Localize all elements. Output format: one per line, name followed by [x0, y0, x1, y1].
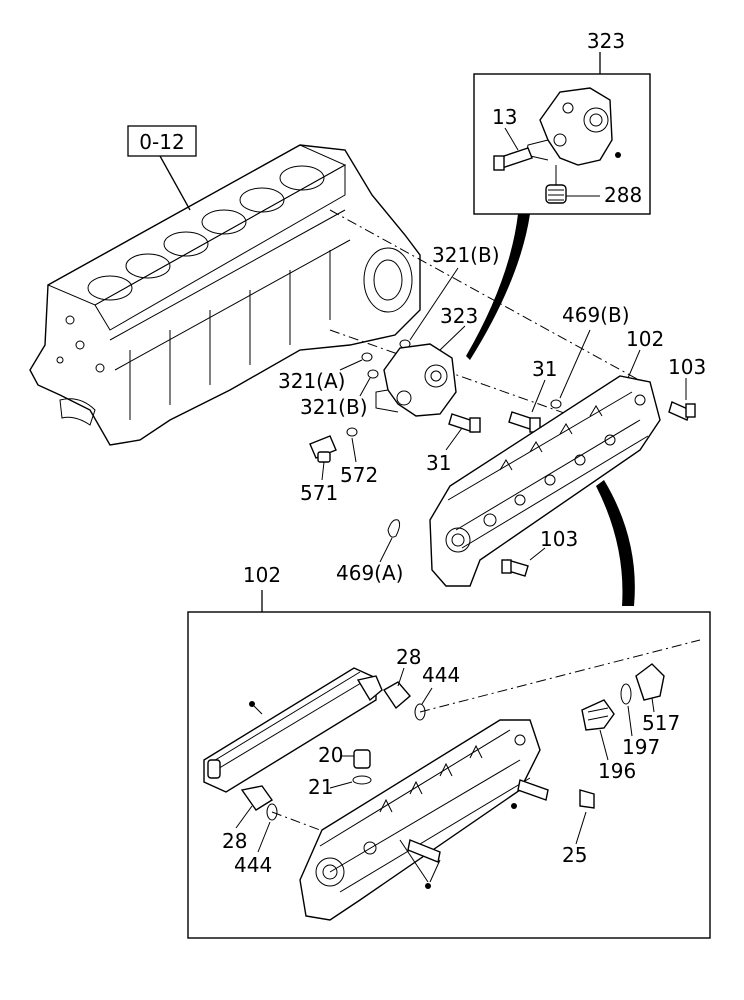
label-321b-top: 321(B)	[432, 243, 500, 267]
label-28-top: 28	[396, 645, 421, 669]
label-321b-mid: 321(B)	[300, 395, 368, 419]
label-25: 25	[562, 843, 587, 867]
oil-cooler-element	[203, 667, 383, 793]
label-517: 517	[642, 711, 680, 735]
label-103-top: 103	[668, 355, 706, 379]
detail-box-102: 102 28 444 28 444 20 21	[187, 563, 711, 939]
label-288: 288	[604, 183, 642, 207]
detail-box-323: 323 13 288	[473, 29, 651, 215]
reference-box	[127, 125, 197, 157]
label-469b: 469(B)	[562, 303, 630, 327]
detail-arrow-top	[466, 214, 530, 360]
label-13: 13	[492, 105, 517, 129]
detail-arrow-bottom	[596, 480, 635, 606]
label-21: 21	[308, 775, 333, 799]
label-103-mid: 103	[540, 527, 578, 551]
label-444-top: 444	[422, 663, 460, 687]
label-444-bottom: 444	[234, 853, 272, 877]
plug-571	[309, 435, 337, 463]
label-572: 572	[340, 463, 378, 487]
label-20: 20	[318, 743, 343, 767]
label-323: 323	[440, 304, 478, 328]
label-28-bottom: 28	[222, 829, 247, 853]
plug-517	[635, 663, 665, 701]
oil-cooler-case	[429, 375, 661, 587]
label-102: 102	[626, 327, 664, 351]
cylinder-block	[29, 144, 421, 446]
oil-cooler-case-detail	[299, 719, 541, 921]
label-31-bottom: 31	[426, 451, 451, 475]
label-196: 196	[598, 759, 636, 783]
label-571: 571	[300, 481, 338, 505]
label-102-detail: 102	[243, 563, 281, 587]
bolt-103-mid	[501, 559, 529, 577]
label-469a: 469(A)	[336, 561, 403, 585]
bolt-103-top	[668, 401, 696, 421]
valve-196	[581, 699, 615, 731]
valve-housing-323	[375, 343, 457, 417]
label-323-detail: 323	[587, 29, 625, 53]
bolt-31-top	[508, 411, 541, 433]
label-321a: 321(A)	[278, 369, 345, 393]
label-197: 197	[622, 735, 660, 759]
label-31-top: 31	[532, 357, 557, 381]
label-ref-block: 0-12	[139, 130, 184, 154]
bolt-31	[448, 413, 481, 433]
